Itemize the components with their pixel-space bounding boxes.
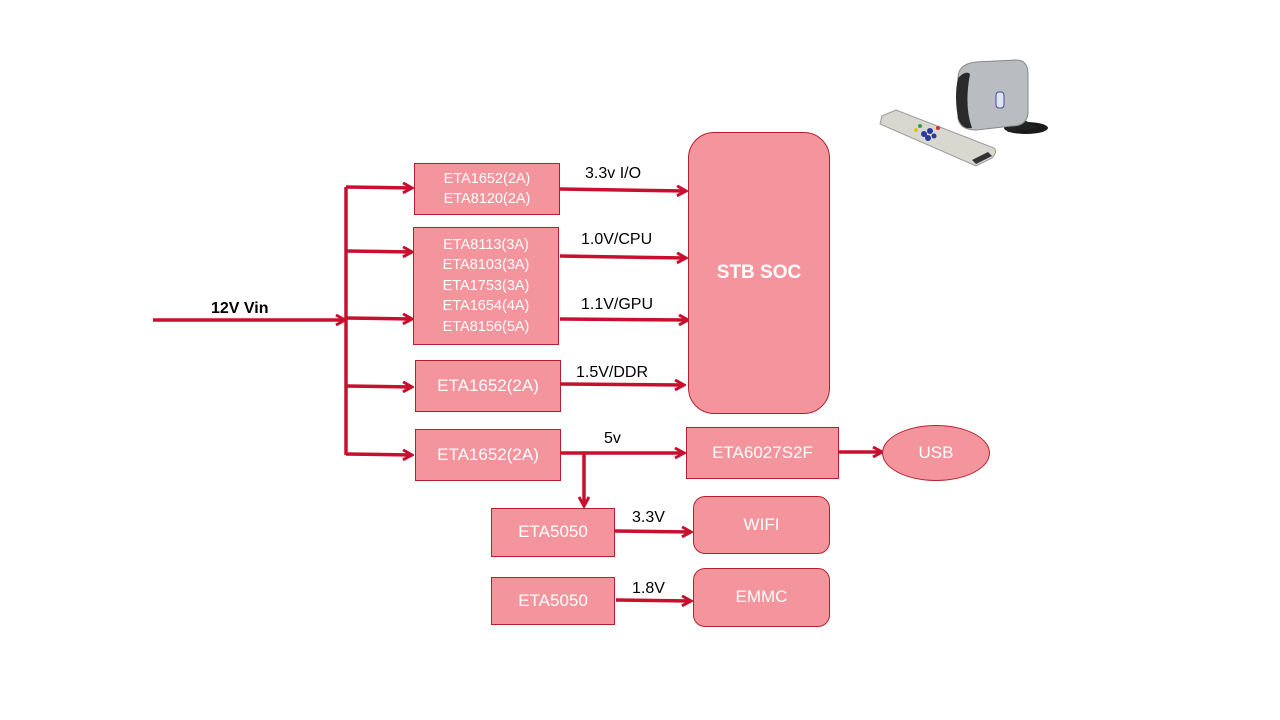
- regulator-part: ETA8103(3A): [442, 257, 530, 274]
- usb-switch-box: ETA6027S2F: [686, 427, 839, 479]
- rail-label-gpu: 1.1V/GPU: [581, 296, 654, 313]
- rail-label-ddr: 1.5V/DDR: [576, 364, 649, 381]
- emmc-label: EMMC: [735, 587, 788, 607]
- bus-to-r2b: [345, 318, 412, 319]
- wifi-label: WIFI: [743, 514, 780, 534]
- regulator-part: ETA1652(2A): [437, 375, 539, 395]
- regulator-box-cpu-gpu: ETA8113(3A) ETA8103(3A) ETA1753(3A) ETA1…: [413, 227, 559, 345]
- usb-switch-part: ETA6027S2F: [712, 442, 813, 462]
- set-top-box-photo-icon: [879, 59, 1048, 167]
- soc-label: STB SOC: [716, 262, 802, 283]
- regulator-part: ETA1652(2A): [443, 170, 531, 187]
- bus-to-r4: [345, 454, 412, 455]
- regulator-box-ddr: ETA1652(2A): [415, 360, 561, 412]
- regulator-part: ETA1753(3A): [442, 277, 530, 294]
- bus-to-r1: [345, 187, 412, 188]
- cpu-wire: [559, 256, 686, 258]
- regulator-part: ETA8120(2A): [443, 191, 531, 207]
- wifi-wire: [614, 531, 691, 532]
- usb-block: USB: [882, 425, 990, 481]
- io-wire: [559, 189, 686, 191]
- bus-to-r3: [345, 386, 412, 387]
- emmc-block: EMMC: [693, 568, 830, 627]
- regulator-part: ETA1652(2A): [437, 444, 539, 464]
- regulator-part: ETA8113(3A): [443, 236, 529, 253]
- rail-label-5v: 5v: [604, 430, 621, 447]
- regulator-part: ETA5050: [518, 522, 588, 542]
- rail-label-cpu: 1.0V/CPU: [581, 231, 653, 248]
- gpu-wire: [559, 319, 688, 320]
- regulator-part: ETA8156(5A): [442, 318, 530, 335]
- vin-label: 12V Vin: [211, 300, 269, 317]
- regulator-box-emmc: ETA5050: [491, 577, 615, 625]
- usb-label: USB: [918, 442, 954, 462]
- wifi-block: WIFI: [693, 496, 830, 554]
- regulator-box-wifi: ETA5050: [491, 508, 615, 557]
- regulator-box-io: ETA1652(2A) ETA8120(2A): [414, 163, 560, 215]
- soc-block: STB SOC: [688, 132, 830, 414]
- rail-label-wifi: 3.3V: [632, 509, 665, 526]
- emmc-wire: [615, 600, 691, 601]
- bus-to-r2a: [345, 251, 412, 252]
- regulator-part: ETA1654(4A): [442, 298, 530, 315]
- ddr-wire: [560, 384, 684, 385]
- rail-label-io: 3.3v I/O: [585, 165, 642, 182]
- rail-label-emmc: 1.8V: [632, 580, 665, 597]
- regulator-part: ETA5050: [518, 590, 588, 610]
- regulator-box-5v: ETA1652(2A): [415, 429, 561, 481]
